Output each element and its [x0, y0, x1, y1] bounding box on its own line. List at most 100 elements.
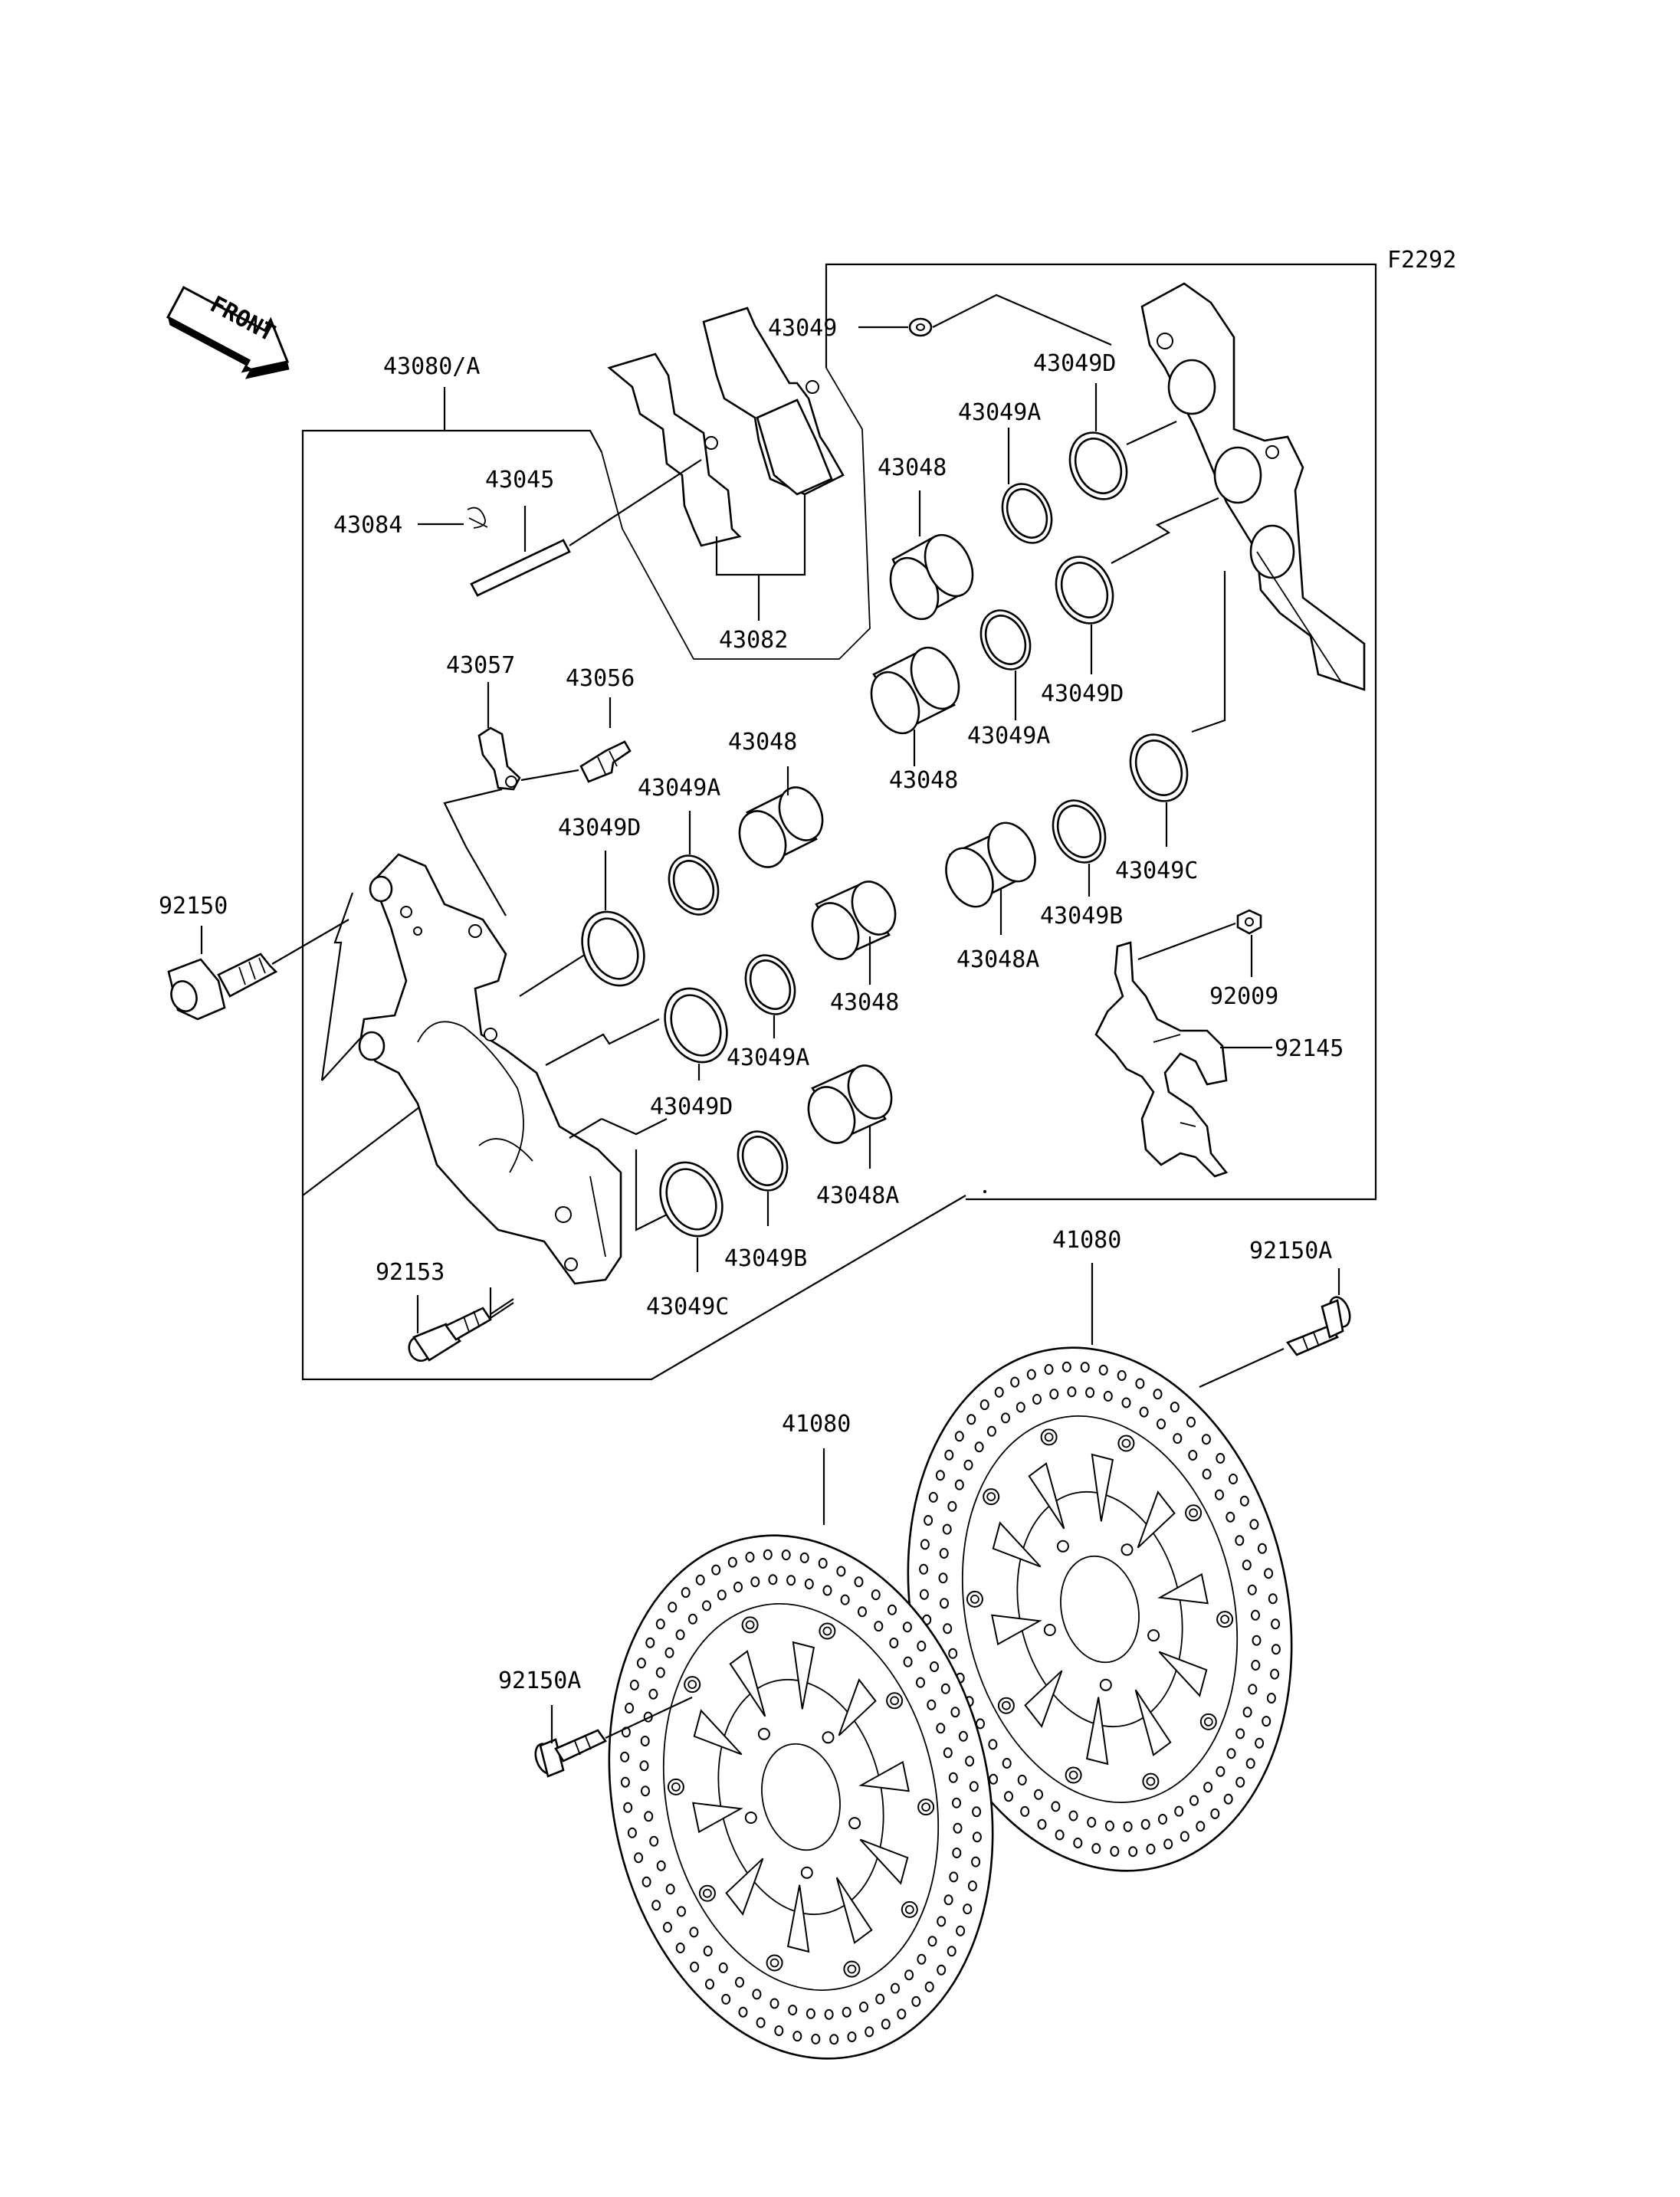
- rotor-drill-hole: [1061, 1361, 1071, 1372]
- rotor-drill-hole: [829, 2034, 839, 2045]
- rotor-bolt-button: [1065, 1766, 1082, 1784]
- rotor-drill-hole: [875, 1993, 885, 2005]
- rotor-drill-hole: [1239, 1495, 1249, 1507]
- label-43080A: 43080/A: [383, 353, 480, 380]
- label-92150A-upper: 92150A: [1249, 1238, 1332, 1264]
- rotor-drill-hole: [939, 1548, 949, 1559]
- rotor-bolt-button: [684, 1676, 701, 1694]
- rotor-drill-hole: [629, 1679, 639, 1690]
- rotor-drill-hole: [842, 2006, 851, 2018]
- rotor-drill-hole: [953, 1822, 963, 1834]
- bleeder-43056: [579, 740, 632, 783]
- rotor-drill-hole: [1110, 1845, 1120, 1857]
- rotor-drill-hole: [1055, 1829, 1065, 1841]
- rotor-drill-hole: [1226, 1511, 1235, 1523]
- rotor-carrier-window: [1085, 1697, 1109, 1766]
- rotor-drill-hole: [1202, 1468, 1212, 1480]
- rotor-drill-hole: [1268, 1593, 1278, 1605]
- rotor-drill-hole: [735, 1976, 744, 1988]
- rotor-drill-hole: [1264, 1568, 1274, 1579]
- rotor-drill-hole: [935, 1470, 945, 1481]
- label-43048A-right: 43048A: [956, 946, 1039, 973]
- rotor-drill-hole: [1235, 1776, 1245, 1788]
- rotor-bolt-button: [1040, 1428, 1058, 1446]
- rotor-drill-hole: [979, 1399, 989, 1411]
- label-43049A-upper: 43049A: [958, 399, 1041, 426]
- rotor-drill-hole: [717, 1589, 727, 1601]
- rotor-carrier-window: [1024, 1670, 1063, 1728]
- rotor-drill-hole: [752, 1989, 762, 2000]
- rotor-hub-hole: [1056, 1540, 1069, 1553]
- rotor-drill-hole: [702, 1600, 711, 1612]
- rotor-drill-hole: [994, 1386, 1004, 1398]
- rotor-drill-hole: [681, 1587, 691, 1599]
- rotor-drill-hole: [645, 1637, 655, 1648]
- label-92145: 92145: [1275, 1035, 1344, 1062]
- rotor-drill-hole: [1248, 1684, 1258, 1695]
- rotor-drill-hole: [924, 1981, 934, 1992]
- rotor-drill-hole: [664, 1647, 674, 1658]
- rotor-drill-hole: [1173, 1433, 1183, 1444]
- piston-43048A-left: [807, 1064, 893, 1144]
- rotor-drill-hole: [940, 1598, 949, 1609]
- rotor-drill-hole: [1139, 1406, 1149, 1418]
- rotor-drill-hole: [634, 1852, 644, 1864]
- label-92153: 92153: [376, 1259, 445, 1286]
- rotor-drill-hole: [963, 1459, 973, 1471]
- label-43049A-left-top: 43049A: [638, 775, 720, 802]
- rotor-drill-hole: [824, 2008, 834, 2020]
- rotor-drill-hole: [1242, 1707, 1252, 1718]
- rotor-drill-hole: [639, 1760, 649, 1772]
- rotor-bolt-button: [1117, 1435, 1135, 1452]
- rotor-drill-hole: [874, 1621, 884, 1632]
- label-43049: 43049: [768, 315, 837, 342]
- rotor-drill-hole: [1235, 1535, 1245, 1546]
- rotor-drill-hole: [930, 1661, 939, 1672]
- rotor-hub-hole: [744, 1812, 757, 1824]
- rotor-drill-hole: [903, 1656, 913, 1667]
- rotor-bolt-button: [886, 1692, 904, 1710]
- rotor-drill-hole: [952, 1797, 961, 1808]
- rotor-drill-hole: [1251, 1660, 1261, 1671]
- rotor-drill-hole: [1067, 1386, 1077, 1398]
- rotor-bolt-button: [1199, 1713, 1217, 1730]
- rotor-bolt-button: [843, 1960, 861, 1978]
- rotor-drill-hole: [703, 1946, 713, 1956]
- seal-43049D-upper: [1068, 431, 1128, 500]
- caliper-left-half: [358, 853, 622, 1285]
- rotor-drill-hole: [1010, 1376, 1020, 1388]
- label-43048-middle: 43048: [889, 767, 958, 794]
- label-41080-lower: 41080: [782, 1411, 851, 1438]
- rotor-drill-hole: [943, 1623, 953, 1635]
- rotor-drill-hole: [1017, 1774, 1027, 1785]
- label-43049B-right: 43049B: [1040, 903, 1123, 930]
- rotor-drill-hole: [655, 1667, 665, 1678]
- clip-43084: [467, 507, 488, 529]
- rotor-drill-hole: [636, 1658, 646, 1669]
- rotor-hub-hole: [757, 1727, 770, 1740]
- rotor-drill-hole: [1002, 1758, 1012, 1769]
- rotor-drill-hole: [818, 1558, 828, 1569]
- rotor-drill-hole: [1001, 1412, 1010, 1424]
- label-43049C-right: 43049C: [1115, 857, 1198, 884]
- rotor-drill-hole: [937, 1964, 947, 1976]
- label-43049D-left-middle: 43049D: [650, 1094, 733, 1120]
- rotor-drill-hole: [891, 1982, 900, 1994]
- label-43048-left-top: 43048: [728, 729, 797, 756]
- rotor-drill-hole: [727, 1556, 737, 1568]
- rotor-drill-hole: [1091, 1843, 1101, 1854]
- rotor-drill-hole: [858, 1606, 867, 1618]
- rotor-carrier-window: [1134, 1689, 1172, 1756]
- rotor-carrier-window: [992, 1521, 1042, 1568]
- rotor-drill-hole: [888, 1604, 897, 1615]
- rotor-drill-hole: [967, 1881, 977, 1891]
- label-43082: 43082: [719, 627, 788, 654]
- rotor-bolt-button: [1142, 1772, 1160, 1790]
- assembly-frame-left: [301, 1087, 966, 1381]
- rotor-drill-hole: [811, 2033, 821, 2045]
- label-43049C-left: 43049C: [646, 1294, 729, 1320]
- rotor-drill-hole: [781, 1549, 791, 1561]
- rotor-carrier-window: [1157, 1572, 1209, 1605]
- label-43084: 43084: [333, 512, 402, 539]
- label-43049D-middle: 43049D: [1041, 680, 1124, 707]
